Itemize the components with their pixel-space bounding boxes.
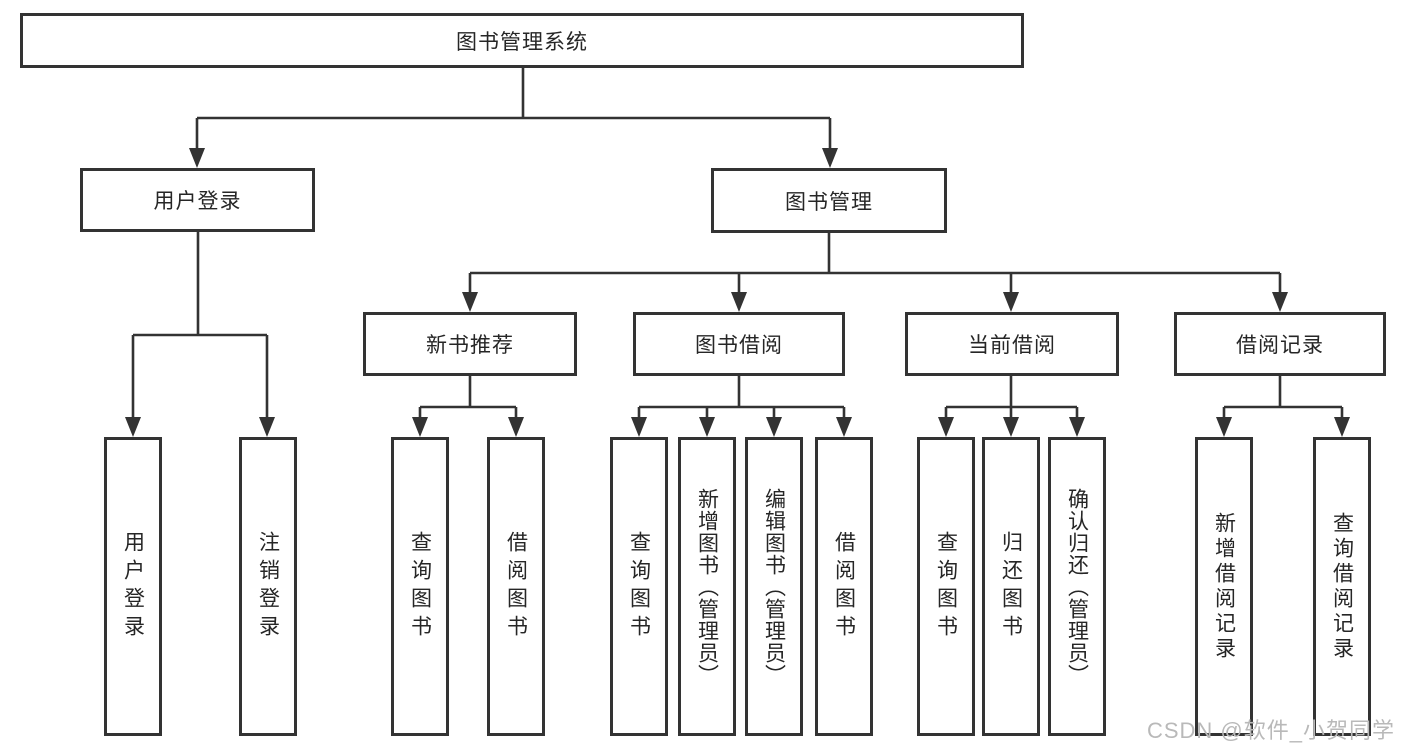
node-label: 新增借阅记录: [1212, 511, 1236, 662]
node-label: 归还图书: [999, 530, 1023, 643]
node-borrow-record: 借阅记录: [1174, 312, 1386, 376]
node-label: 查询借阅记录: [1330, 511, 1354, 662]
leaf-record-add: 新增借阅记录: [1195, 437, 1253, 736]
node-user-login: 用户登录: [80, 168, 315, 232]
leaf-current-confirm-return-admin: 确认归还（管理员）: [1048, 437, 1106, 736]
node-current-borrow: 当前借阅: [905, 312, 1119, 376]
node-label: 新书推荐: [426, 334, 514, 357]
leaf-borrow-add-book-admin: 新增图书（管理员）: [678, 437, 736, 736]
leaf-current-query-book: 查询图书: [917, 437, 975, 736]
node-label: 查询图书: [408, 530, 432, 643]
leaf-borrow-edit-book-admin: 编辑图书（管理员）: [745, 437, 803, 736]
arrowheads: [125, 148, 1350, 437]
leaf-newrec-borrow-book: 借阅图书: [487, 437, 545, 736]
node-label: 注销登录: [256, 530, 280, 643]
node-label: 查询图书: [934, 530, 958, 643]
node-book-management: 图书管理: [711, 168, 947, 233]
connector-lines: [131, 68, 1344, 419]
node-label: 图书借阅: [695, 334, 783, 357]
node-label: 图书管理系统: [456, 30, 588, 54]
leaf-current-return-book: 归还图书: [982, 437, 1040, 736]
leaf-borrow-query-book: 查询图书: [610, 437, 668, 736]
node-new-book-recommend: 新书推荐: [363, 312, 577, 376]
node-label: 当前借阅: [968, 334, 1056, 357]
leaf-newrec-query-book: 查询图书: [391, 437, 449, 736]
leaf-borrow-borrow-book: 借阅图书: [815, 437, 873, 736]
node-label: 借阅图书: [504, 530, 528, 643]
leaf-logout: 注销登录: [239, 437, 297, 736]
node-label: 编辑图书（管理员）: [762, 487, 786, 686]
node-book-borrow: 图书借阅: [633, 312, 845, 376]
csdn-watermark: CSDN @软件_小贺同学: [1146, 718, 1395, 743]
node-label: 借阅记录: [1236, 334, 1324, 357]
leaf-record-query: 查询借阅记录: [1313, 437, 1371, 736]
node-label: 确认归还（管理员）: [1065, 487, 1089, 686]
node-label: 用户登录: [153, 190, 242, 213]
node-label: 新增图书（管理员）: [695, 487, 719, 686]
node-label: 借阅图书: [832, 530, 856, 643]
node-label: 查询图书: [627, 530, 651, 643]
node-label: 图书管理: [785, 190, 873, 214]
node-label: 用户登录: [121, 530, 145, 643]
leaf-user-login: 用户登录: [104, 437, 162, 736]
node-root: 图书管理系统: [20, 13, 1024, 68]
